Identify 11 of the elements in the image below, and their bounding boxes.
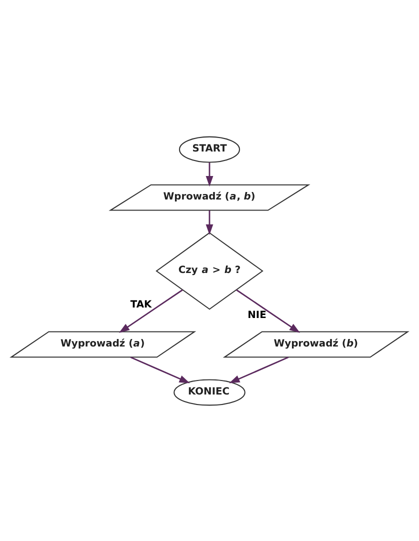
arrow bbox=[118, 288, 183, 332]
edge-label: TAK bbox=[130, 298, 152, 310]
arrow bbox=[206, 162, 214, 186]
arrow bbox=[130, 356, 190, 383]
arrow bbox=[236, 288, 300, 332]
node-diamond: Czy a > b ? bbox=[156, 232, 264, 310]
node-ellipse: START bbox=[178, 136, 240, 162]
edge-label: NIE bbox=[248, 310, 266, 321]
arrow bbox=[206, 210, 214, 234]
arrow bbox=[229, 356, 289, 383]
node-ellipse: KONIEC bbox=[174, 378, 246, 406]
